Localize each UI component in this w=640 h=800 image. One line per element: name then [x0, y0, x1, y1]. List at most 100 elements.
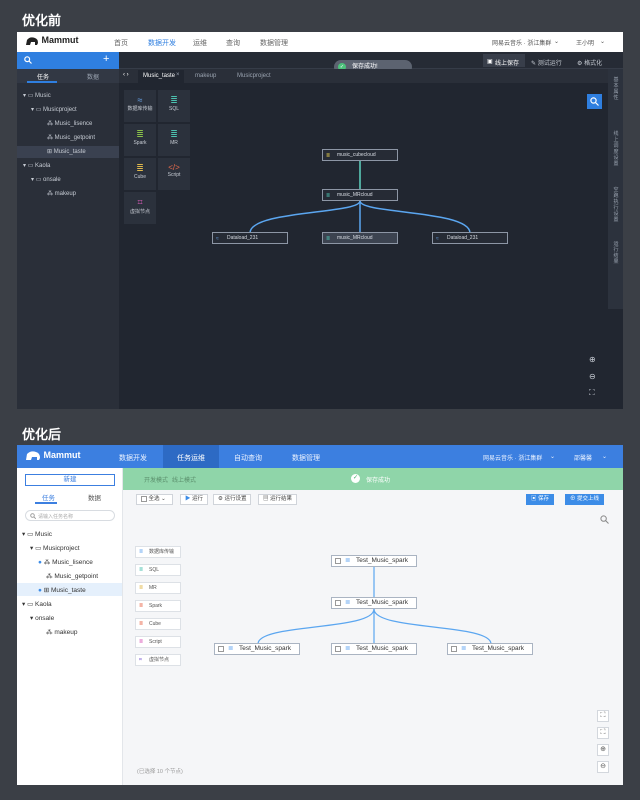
test-run-button[interactable]: ✎ 测试运行: [531, 58, 562, 67]
palette-sql[interactable]: ≣SQL: [135, 564, 181, 576]
nav-home[interactable]: 首页: [114, 40, 128, 47]
chevron-down-icon[interactable]: ⌄: [554, 39, 560, 45]
tree-item-musicproject[interactable]: ▾ ▭ Musicproject: [31, 106, 77, 113]
close-icon[interactable]: ×: [176, 72, 180, 78]
format-button[interactable]: ⚙ 格式化: [577, 58, 602, 67]
palette-cube[interactable]: ≣Cube: [135, 618, 181, 630]
tree-item-onsale[interactable]: ▾ onsale: [30, 614, 54, 622]
nav-query[interactable]: 自动查询: [234, 455, 262, 462]
tab-data[interactable]: 数据: [87, 75, 100, 81]
tree-item-musicproject[interactable]: ▾ ▭ Musicproject: [30, 544, 80, 552]
chevron-down-icon[interactable]: ⌄: [602, 454, 608, 460]
tree-item-makeup[interactable]: ⁂ makeup: [46, 628, 77, 636]
run-results-button[interactable]: ▤ 运行结果: [258, 494, 298, 505]
user-menu[interactable]: 王小明: [576, 41, 595, 47]
tab-music-taste[interactable]: Music_taste ×: [138, 70, 184, 83]
online-save-button[interactable]: [483, 54, 525, 67]
tree-item-music-taste[interactable]: ● ⊞ Music_taste: [17, 583, 122, 596]
nav-dev[interactable]: 数据开发: [119, 455, 147, 462]
palette-mr[interactable]: ≣MR: [158, 124, 190, 156]
checkbox-icon[interactable]: [335, 558, 341, 564]
app-logo[interactable]: Mammut: [25, 450, 81, 461]
nav-ops[interactable]: 任务运维: [177, 455, 205, 462]
dag-node[interactable]: ≣Test_Music_spark: [447, 643, 533, 655]
search-icon[interactable]: [600, 515, 609, 524]
dag-node[interactable]: ≈Dataload_231: [212, 232, 288, 244]
dag-node[interactable]: ≣Test_Music_spark: [214, 643, 300, 655]
zoom-in-icon[interactable]: ⊕: [589, 355, 596, 364]
panel-schedule[interactable]: 线上调度设置: [613, 131, 619, 167]
panel-basic-props[interactable]: 基本属性: [613, 77, 619, 101]
tab-dev-mode[interactable]: 开发模式: [144, 478, 169, 484]
dag-node[interactable]: ≣Test_Music_spark: [331, 555, 417, 567]
nav-dev[interactable]: 数据开发: [148, 40, 176, 47]
nav-ops[interactable]: 运维: [193, 40, 207, 47]
dag-node[interactable]: ≈Dataload_231: [432, 232, 508, 244]
tab-nav-arrows[interactable]: ‹ ›: [123, 72, 129, 78]
search-icon[interactable]: [24, 56, 32, 64]
save-button[interactable]: ▣ 保存: [526, 494, 555, 505]
tab-data[interactable]: 数据: [88, 495, 101, 502]
cluster-select[interactable]: 网易云音乐 · 浙江集群: [492, 41, 552, 47]
tree-item-makeup[interactable]: ⁂ makeup: [47, 190, 76, 197]
palette-spark[interactable]: ≣Spark: [124, 124, 156, 156]
zoom-out-icon[interactable]: ⊖: [589, 372, 596, 381]
palette-cube[interactable]: ≣Cube: [124, 158, 156, 190]
add-icon[interactable]: +: [103, 53, 110, 65]
checkbox-icon[interactable]: [335, 600, 341, 606]
tree-item-music-getpoint[interactable]: ⁂ Music_getpoint: [46, 572, 98, 580]
palette-spark[interactable]: ≣Spark: [135, 600, 181, 612]
nav-data[interactable]: 数据管理: [260, 40, 288, 47]
checkbox-icon[interactable]: [451, 646, 457, 652]
fullscreen-icon[interactable]: ⛶: [597, 710, 609, 722]
nav-data[interactable]: 数据管理: [292, 455, 320, 462]
checkbox-icon[interactable]: [218, 646, 224, 652]
palette-script[interactable]: ≣Script: [135, 636, 181, 648]
dag-node[interactable]: ≣Test_Music_spark: [331, 643, 417, 655]
palette-db-transfer[interactable]: ≈数据库传输: [124, 90, 156, 122]
submit-online-button[interactable]: ⊕ 提交上线: [565, 494, 605, 505]
dag-node[interactable]: ≣music_MRcloud: [322, 232, 398, 244]
panel-dry-run[interactable]: 空跑执行设置: [613, 187, 619, 223]
chevron-down-icon[interactable]: ⌄: [600, 39, 606, 45]
chevron-down-icon[interactable]: ⌄: [550, 454, 556, 460]
palette-sql[interactable]: ≣SQL: [158, 90, 190, 122]
tab-musicproject[interactable]: Musicproject: [237, 73, 271, 79]
palette-mr[interactable]: ≣MR: [135, 582, 181, 594]
tree-item-kaola[interactable]: ▾ ▭ Kaola: [22, 600, 52, 608]
tree-item-music-lisence[interactable]: ⁂ Music_lisence: [47, 120, 92, 127]
nav-query[interactable]: 查询: [226, 40, 240, 47]
tree-item-music-getpoint[interactable]: ⁂ Music_getpoint: [47, 134, 95, 141]
select-all-dropdown[interactable]: 全选 ⌄: [136, 494, 173, 505]
palette-virtual-node[interactable]: ⌗虚拟节点: [135, 654, 181, 666]
tree-item-onsale[interactable]: ▾ ▭ onsale: [31, 176, 61, 183]
canvas-search-button[interactable]: [587, 94, 602, 109]
dag-node[interactable]: ≣music_cubecloud: [322, 149, 398, 161]
dag-node[interactable]: ≣music_MRcloud: [322, 189, 398, 201]
tab-online-mode[interactable]: 线上模式: [172, 478, 197, 484]
tree-item-music-lisence[interactable]: ● ⁂ Music_lisence: [38, 558, 93, 566]
fit-screen-icon[interactable]: ⛶: [597, 727, 609, 739]
tab-tasks[interactable]: 任务: [42, 495, 55, 502]
cluster-select[interactable]: 网易云音乐 · 浙江集群: [483, 456, 543, 462]
palette-virtual-node[interactable]: ⌗虚拟节点: [124, 192, 156, 224]
new-button[interactable]: 新建: [25, 474, 115, 486]
zoom-in-icon[interactable]: ⊕: [597, 744, 609, 756]
tree-item-kaola[interactable]: ▾ ▭ Kaola: [23, 162, 50, 169]
palette-db-transfer[interactable]: ≣数据库传输: [135, 546, 181, 558]
checkbox-icon[interactable]: [335, 646, 341, 652]
run-button[interactable]: ▶ 运行: [180, 494, 209, 505]
palette-script[interactable]: </>Script: [158, 158, 190, 190]
tab-tasks[interactable]: 任务: [37, 75, 50, 81]
tree-item-music-taste[interactable]: ⊞ Music_taste: [17, 146, 119, 158]
user-menu[interactable]: 邵馨馨: [574, 456, 593, 462]
panel-results[interactable]: 运行结果: [613, 241, 619, 265]
dag-node[interactable]: ≣Test_Music_spark: [331, 597, 417, 609]
app-logo[interactable]: Mammut: [25, 35, 79, 46]
fit-screen-icon[interactable]: ⛶: [589, 388, 595, 397]
tree-item-music[interactable]: ▾ ▭ Music: [22, 530, 52, 538]
zoom-out-icon[interactable]: ⊖: [597, 761, 609, 773]
tab-makeup[interactable]: makeup: [195, 73, 217, 79]
run-settings-button[interactable]: ⚙ 运行设置: [213, 494, 252, 505]
search-input[interactable]: 请输入任务名称: [25, 510, 115, 521]
